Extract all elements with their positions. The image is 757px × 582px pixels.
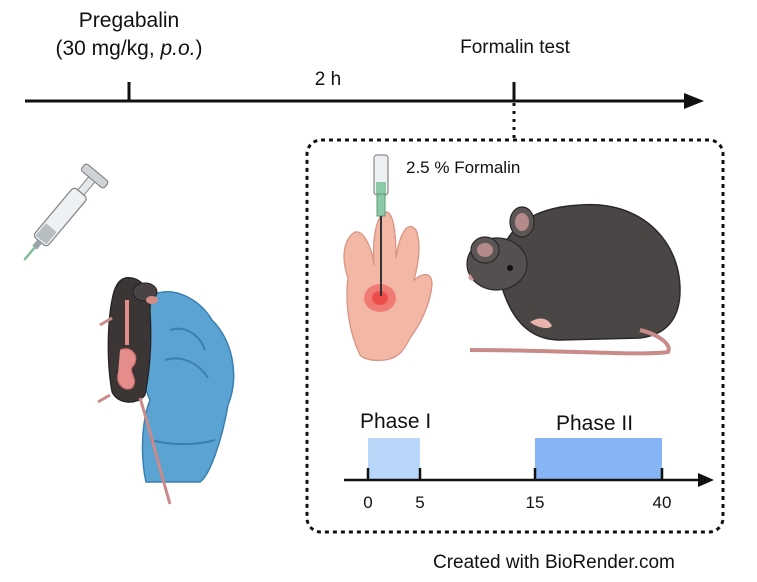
formalin-test-box xyxy=(305,138,725,534)
interval-label: 2 h xyxy=(314,69,342,90)
drug-dose: (30 mg/kg, p.o.) xyxy=(55,37,203,60)
main-timeline xyxy=(25,82,704,140)
tick-label-40: 40 xyxy=(652,493,672,512)
phase2-block xyxy=(535,438,662,480)
test-name: Formalin test xyxy=(460,37,570,58)
drug-name: Pregabalin xyxy=(78,9,180,32)
mouse-icon xyxy=(466,203,681,356)
phase1-block xyxy=(368,438,420,480)
phase-timeline xyxy=(344,468,714,487)
tick-label-0: 0 xyxy=(363,493,373,512)
injection-label: 2.5 % Formalin xyxy=(406,158,521,177)
biorender-credit: Created with BioRender.com xyxy=(433,552,675,573)
mouse-in-hand-icon xyxy=(97,277,235,505)
paw-icon xyxy=(343,154,433,361)
tick-label-15: 15 xyxy=(525,493,545,512)
syringe-icon xyxy=(23,163,109,261)
phase1-label: Phase I xyxy=(360,410,432,433)
dose-route: p.o. xyxy=(160,37,196,60)
phase2-label: Phase II xyxy=(556,412,634,435)
tick-label-5: 5 xyxy=(415,493,425,512)
